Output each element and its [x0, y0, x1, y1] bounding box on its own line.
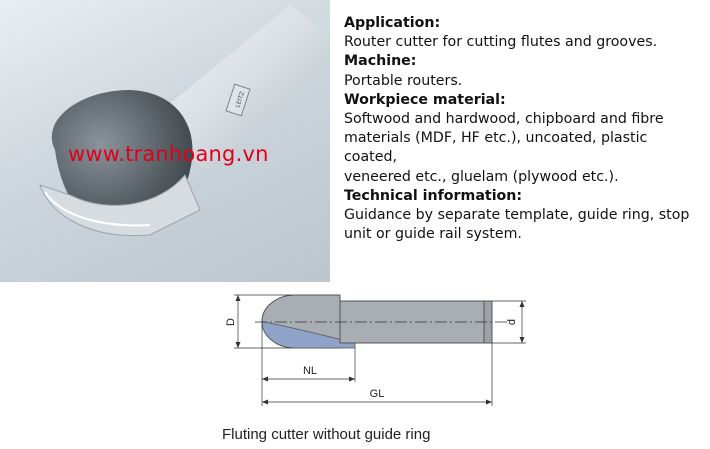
section-line: Guidance by separate template, guide rin…	[344, 207, 690, 224]
arrowheads	[235, 295, 241, 348]
label-d: d	[506, 319, 518, 325]
specification-text: Application: Router cutter for cutting f…	[344, 14, 704, 244]
section-line: veneered etc., gluelam (plywood etc.).	[344, 168, 619, 185]
product-photo: LEITZ	[0, 0, 330, 282]
section-heading: Technical information:	[344, 187, 523, 204]
section-machine: Machine: Portable routers.	[344, 52, 704, 90]
label-NL: NL	[303, 365, 317, 377]
section-heading: Workpiece material:	[344, 91, 506, 108]
section-line: Portable routers.	[344, 72, 463, 89]
section-line: unit or guide rail system.	[344, 226, 522, 243]
section-heading: Machine:	[344, 53, 417, 70]
technical-drawing: D d NL GL	[225, 294, 526, 406]
drawing-caption: Fluting cutter without guide ring	[222, 426, 431, 443]
section-workpiece: Workpiece material: Softwood and hardwoo…	[344, 91, 704, 187]
router-cutter-image	[39, 5, 330, 237]
section-heading: Application:	[344, 15, 441, 31]
watermark-url: www.tranhoang.vn	[68, 142, 269, 166]
section-line: Router cutter for cutting flutes and gro…	[344, 34, 658, 51]
section-line: Softwood and hardwood, chipboard and fib…	[344, 111, 664, 128]
section-application: Application: Router cutter for cutting f…	[344, 14, 704, 52]
section-technical: Technical information: Guidance by separ…	[344, 187, 704, 245]
section-line: materials (MDF, HF etc.), uncoated, plas…	[344, 130, 648, 166]
label-GL: GL	[370, 388, 385, 400]
label-D: D	[225, 318, 237, 326]
